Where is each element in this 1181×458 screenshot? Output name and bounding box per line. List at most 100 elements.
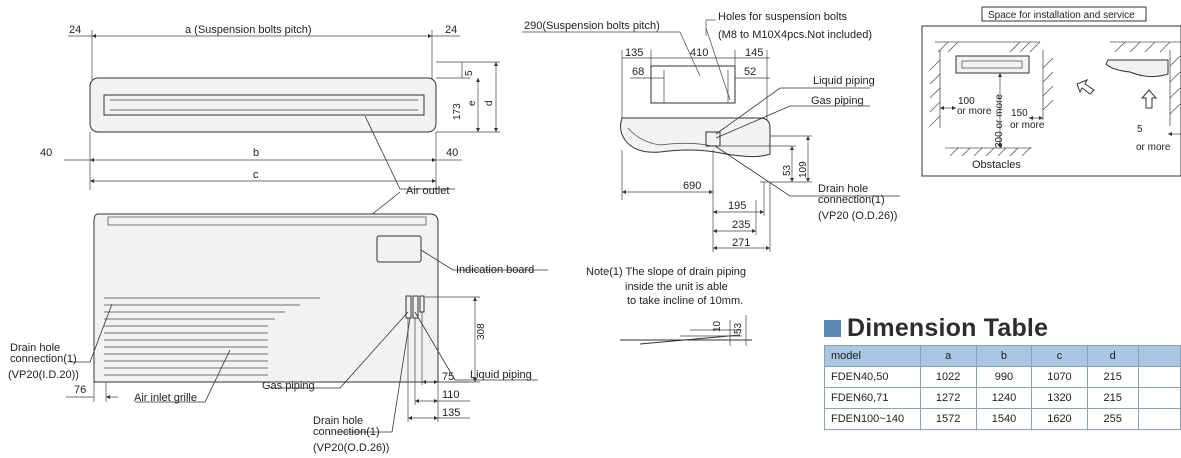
drain-hole-mid-1: Drain hole <box>313 415 363 427</box>
dim-135: 135 <box>442 407 460 419</box>
space-5: 5 <box>1137 124 1143 135</box>
dim-173: 173 <box>452 103 463 120</box>
space-100: 100 <box>958 96 975 107</box>
cell-d: 255 <box>1086 408 1139 430</box>
slope-dim-10: 10 <box>712 320 723 332</box>
cell-a: 1572 <box>919 408 977 430</box>
cell-a: 1272 <box>919 387 977 409</box>
dim-40-right: 40 <box>446 147 458 159</box>
note-line-1: Note(1) The slope of drain piping <box>586 266 746 278</box>
space-title-box <box>981 6 1147 22</box>
liquid-piping-label: Liquid piping <box>470 369 532 381</box>
cell-d: 215 <box>1086 387 1139 409</box>
side-dim-135: 135 <box>625 47 643 59</box>
dim-40-left: 40 <box>40 147 52 159</box>
header-model: model <box>824 345 921 367</box>
cell-e <box>1137 408 1181 430</box>
airflow-arrow-icon <box>1076 79 1095 95</box>
dim-d: d <box>484 100 495 106</box>
drain-hole-left-2: connection(1) <box>10 353 77 365</box>
dim-e: e <box>467 100 478 106</box>
drain-hole-left-1: Drain hole <box>10 342 60 354</box>
air-outlet-slot <box>103 94 425 116</box>
cell-b: 990 <box>975 366 1033 388</box>
indication-board-label: Indication board <box>456 264 534 276</box>
vp20-id: (VP20(I.D.20)) <box>8 369 79 381</box>
dim-c: c <box>253 169 259 181</box>
dim-76: 76 <box>74 384 86 396</box>
side-dim-690: 690 <box>683 180 701 192</box>
cell-c: 1620 <box>1031 408 1088 430</box>
side-dim-68: 68 <box>632 66 644 78</box>
front-top-view: a (Suspension bolts pitch) 24 24 5 173 e… <box>40 24 500 221</box>
side-drain-3: (VP20 (O.D.26)) <box>818 210 897 222</box>
table-row: FDEN100~140 1572 1540 1620 255 <box>824 408 1181 430</box>
side-dim-109: 109 <box>798 161 809 178</box>
installation-space-diagram: Space for installation and service <box>921 6 1181 177</box>
dim-b: b <box>253 147 259 159</box>
vp20-od-mid: (VP20(O.D.26)) <box>313 442 389 454</box>
dimension-table-heading: Dimension Table <box>847 313 1049 342</box>
space-5-or: or more <box>1136 142 1171 153</box>
note-line-3: to take incline of 10mm. <box>627 295 743 307</box>
space-100-or: or more <box>957 106 992 117</box>
cell-c: 1320 <box>1031 387 1088 409</box>
space-obstacles: Obstacles <box>972 159 1021 171</box>
side-drain-2: connection(1) <box>818 194 885 206</box>
cell-b: 1540 <box>975 408 1033 430</box>
dimension-table: model a b c d FDEN40,50 1022 990 1070 21… <box>824 345 1181 430</box>
header-a: a <box>919 345 977 367</box>
cell-e <box>1137 366 1181 388</box>
dim-a-label: a (Suspension bolts pitch) <box>185 24 312 36</box>
side-dim-410: 410 <box>690 47 708 59</box>
cell-a: 1022 <box>919 366 977 388</box>
side-holes-2: (M8 to M10X4pcs.Not included) <box>718 29 872 41</box>
header-e <box>1137 345 1181 367</box>
cell-model: FDEN100~140 <box>824 408 921 430</box>
dim-5: 5 <box>464 70 475 76</box>
side-dim-195: 195 <box>728 200 746 212</box>
table-header-row: model a b c d <box>824 345 1181 367</box>
dim-110: 110 <box>442 389 460 401</box>
dim-24-right: 24 <box>445 24 457 36</box>
space-frame <box>921 25 1181 177</box>
indication-board <box>376 235 422 263</box>
dim-24-left: 24 <box>69 24 81 36</box>
drain-hole-mid-2: connection(1) <box>313 426 380 438</box>
header-b: b <box>975 345 1033 367</box>
air-outlet-label: Air outlet <box>406 185 449 197</box>
side-drain-1: Drain hole <box>818 183 868 195</box>
cell-b: 1240 <box>975 387 1033 409</box>
dim-308: 308 <box>476 323 487 340</box>
air-inlet-grille <box>104 297 320 376</box>
side-gas-piping: Gas piping <box>811 95 864 107</box>
front-unit-body <box>89 77 437 133</box>
gas-piping-label: Gas piping <box>262 380 315 392</box>
header-d: d <box>1086 345 1139 367</box>
side-dim-271: 271 <box>732 237 750 249</box>
cell-model: FDEN60,71 <box>824 387 921 409</box>
dimension-table-title: Dimension Table <box>824 314 1048 342</box>
cell-model: FDEN40,50 <box>824 366 921 388</box>
side-liquid-piping: Liquid piping <box>813 75 875 87</box>
space-150-or: or more <box>1010 120 1045 131</box>
front-bottom-view: Indication board 308 <box>8 213 548 454</box>
space-150: 150 <box>1011 108 1028 119</box>
space-300: 300 or more <box>994 94 1005 148</box>
space-title: Space for installation and service <box>988 10 1135 21</box>
cell-c: 1070 <box>1031 366 1088 388</box>
note-line-2: inside the unit is able <box>625 281 728 293</box>
title-square-icon <box>824 319 841 337</box>
side-holes-1: Holes for suspension bolts <box>718 11 848 23</box>
side-dim-235: 235 <box>732 219 750 231</box>
side-unit-body <box>620 117 771 158</box>
cell-e <box>1137 387 1181 409</box>
air-inlet-grille-label: Air inlet grille <box>134 392 197 404</box>
table-row: FDEN40,50 1022 990 1070 215 <box>824 366 1181 388</box>
space-unit-side <box>1105 59 1169 78</box>
side-dim-145: 145 <box>745 47 763 59</box>
side-bolt-pitch: 290(Suspension bolts pitch) <box>524 20 660 32</box>
slope-dim-53: 53 <box>733 322 744 334</box>
space-unit <box>955 55 1030 74</box>
